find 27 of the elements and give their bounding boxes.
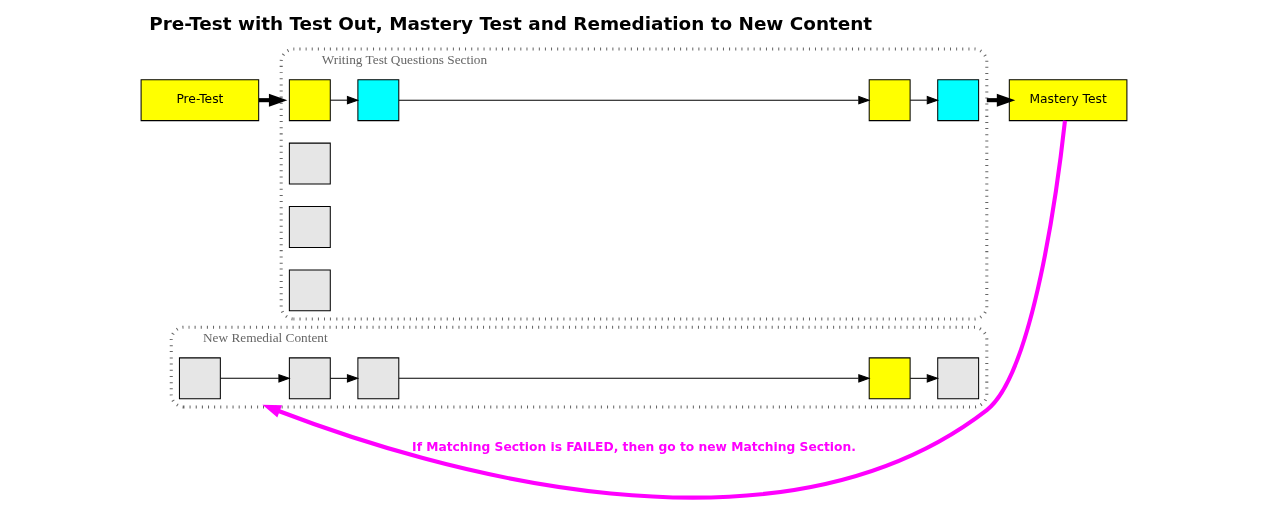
node-box xyxy=(288,269,331,312)
node-box xyxy=(937,357,980,400)
node-box xyxy=(178,357,221,400)
arrow xyxy=(398,95,871,105)
edge-label: If Matching Section is FAILED, then go to new Matching Section. xyxy=(412,439,856,454)
diagram-title: Pre-Test with Test Out, Mastery Test and Remediation to New Content xyxy=(149,13,873,35)
arrow xyxy=(909,374,940,383)
arrow xyxy=(329,374,360,383)
arrow xyxy=(262,120,1067,500)
arrow xyxy=(909,95,940,105)
node-box xyxy=(357,79,400,122)
node-box xyxy=(288,79,331,122)
arrow xyxy=(258,93,288,107)
arrow xyxy=(398,374,871,383)
node-box: Pre-Test xyxy=(140,79,260,122)
node-box: Mastery Test xyxy=(1008,79,1128,122)
node-box xyxy=(288,357,331,400)
node-box xyxy=(937,79,980,122)
node-box xyxy=(288,206,331,248)
arrow xyxy=(220,374,291,383)
cluster: Writing Test Questions Section xyxy=(279,47,989,321)
node-box xyxy=(868,79,911,122)
arrow xyxy=(329,95,360,105)
node-box xyxy=(868,357,911,400)
node-box xyxy=(357,357,400,400)
cluster: New Remedial Content xyxy=(169,325,989,409)
node-box xyxy=(288,142,331,185)
